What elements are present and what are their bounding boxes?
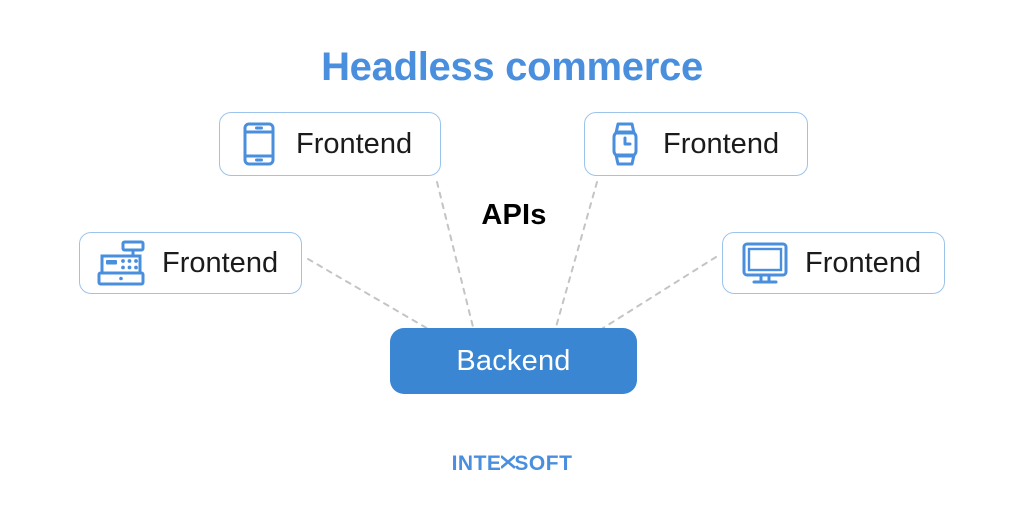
frontend-node-desktop[interactable]: Frontend <box>722 232 945 294</box>
connector-desktop-to-backend <box>599 256 717 331</box>
logo-text-part2: SOFT <box>514 452 573 475</box>
connector-pos-to-backend <box>307 258 431 331</box>
logo-text-part1: INTE <box>451 452 502 475</box>
backend-node[interactable]: Backend <box>390 328 637 394</box>
connector-mobile-to-backend <box>436 181 474 328</box>
backend-label: Backend <box>456 344 571 377</box>
connector-watch-to-backend <box>555 181 598 328</box>
page-title: Headless commerce <box>321 45 703 89</box>
frontend-label: Frontend <box>162 246 279 279</box>
mobile-phone-icon <box>242 122 276 166</box>
frontend-node-smartwatch[interactable]: Frontend <box>584 112 808 176</box>
smartwatch-icon <box>605 121 645 167</box>
intexsoft-logo: INTE SOFT <box>0 452 1024 476</box>
frontend-label: Frontend <box>296 127 413 160</box>
apis-label: APIs <box>481 199 547 231</box>
desktop-monitor-icon <box>741 241 789 285</box>
frontend-label: Frontend <box>805 246 922 279</box>
frontend-node-pos[interactable]: Frontend <box>79 232 302 294</box>
frontend-node-mobile[interactable]: Frontend <box>219 112 441 176</box>
frontend-label: Frontend <box>663 127 780 160</box>
cash-register-icon <box>96 240 146 286</box>
